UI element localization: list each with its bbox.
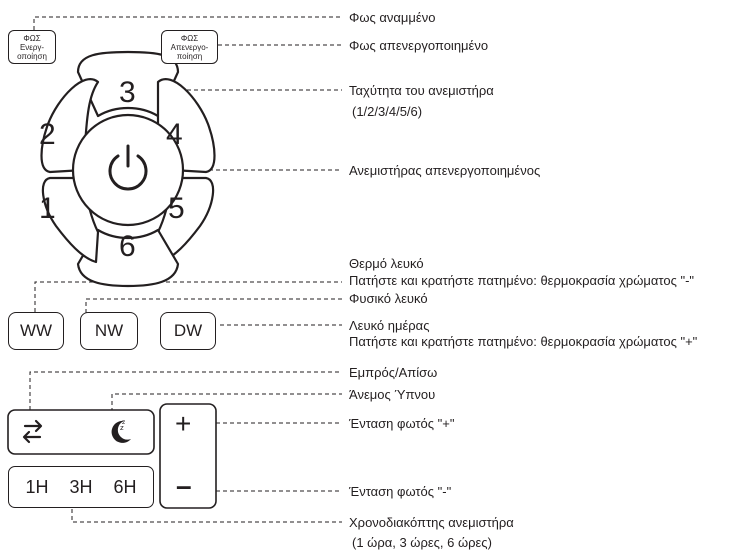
label-brightness-up: Ένταση φωτός "+" — [349, 416, 455, 431]
label-day-white-hold: Πατήστε και κρατήστε πατημένο: θερμοκρασ… — [349, 334, 698, 349]
label-warm-white-hold: Πατήστε και κρατήστε πατημένο: θερμοκρασ… — [349, 273, 695, 288]
timer-6h-button[interactable]: 6H — [113, 476, 137, 497]
label-natural-white: Φυσικό λευκό — [349, 291, 428, 306]
light-on-line3: οποίηση — [17, 51, 47, 61]
light-off-line2: Απενεργο- — [170, 42, 209, 52]
leader-timer — [71, 509, 342, 523]
ww-label: WW — [19, 321, 53, 340]
timer-1h-button[interactable]: 1H — [25, 476, 49, 497]
label-day-white: Λευκό ημέρας — [349, 318, 430, 333]
light-on-line2: Ενεργ- — [19, 42, 45, 52]
light-off-line1: ΦΩΣ — [180, 33, 199, 43]
fan-off-button[interactable] — [71, 113, 185, 227]
speed-2-label: 2 — [39, 118, 56, 151]
speed-6-label: 6 — [119, 230, 136, 263]
light-on-button[interactable]: ΦΩΣ Ενεργ- οποίηση — [8, 30, 56, 64]
dw-button[interactable]: DW — [160, 312, 216, 350]
brightness-rocker — [159, 403, 217, 509]
minus-label: – — [176, 470, 192, 501]
brightness-down-button[interactable]: – — [176, 472, 192, 500]
label-fan-speed-values: (1/2/3/4/5/6) — [352, 104, 423, 119]
light-on-line1: ΦΩΣ — [23, 33, 41, 43]
brightness-up-button[interactable]: + — [175, 410, 191, 438]
power-icon — [108, 144, 148, 191]
label-brightness-down: Ένταση φωτός "-" — [349, 484, 452, 499]
speed-3-label: 3 — [119, 76, 136, 109]
nw-label: NW — [94, 321, 124, 340]
label-fan-off: Ανεμιστήρας απενεργοποιημένος — [349, 163, 541, 178]
dw-label: DW — [173, 321, 203, 340]
plus-label: + — [175, 408, 192, 439]
leader-ww — [34, 281, 342, 312]
label-light-on: Φως αναμμένο — [349, 10, 436, 25]
light-off-button[interactable]: ΦΩΣ Απενεργο- ποίηση — [161, 30, 218, 64]
leader-forward-reverse — [29, 371, 342, 410]
fan-function-rocker — [7, 409, 155, 455]
ww-button[interactable]: WW — [8, 312, 64, 350]
label-timer-values: (1 ώρα, 3 ώρες, 6 ώρες) — [352, 535, 492, 550]
speed-4-label: 4 — [166, 118, 183, 151]
label-forward-reverse: Εμπρός/Απίσω — [349, 365, 438, 380]
speed-6-button[interactable] — [76, 228, 180, 288]
moon-sleep-icon[interactable]: z z — [111, 419, 131, 443]
label-light-off: Φως απενεργοποιημένο — [349, 38, 489, 53]
speed-5-label: 5 — [168, 192, 185, 225]
light-off-line3: ποίηση — [176, 51, 203, 61]
timer-button-group: 1H 3H 6H — [8, 466, 154, 508]
timer-3h-button[interactable]: 3H — [69, 476, 93, 497]
label-timer: Χρονοδιακόπτης ανεμιστήρα — [349, 515, 514, 530]
leader-sleep — [111, 393, 342, 412]
speed-1-label: 1 — [39, 192, 56, 225]
svg-text:z: z — [120, 424, 124, 432]
reverse-arrows-icon[interactable] — [22, 419, 43, 444]
label-fan-speed: Ταχύτητα του ανεμιστήρα — [349, 83, 494, 98]
nw-button[interactable]: NW — [80, 312, 138, 350]
label-sleep-wind: Άνεμος Ύπνου — [349, 387, 436, 402]
label-warm-white: Θερμό λευκό — [349, 256, 424, 271]
leader-light-on — [33, 16, 342, 30]
speed-3-button[interactable] — [76, 50, 180, 118]
svg-text:z: z — [122, 419, 125, 426]
